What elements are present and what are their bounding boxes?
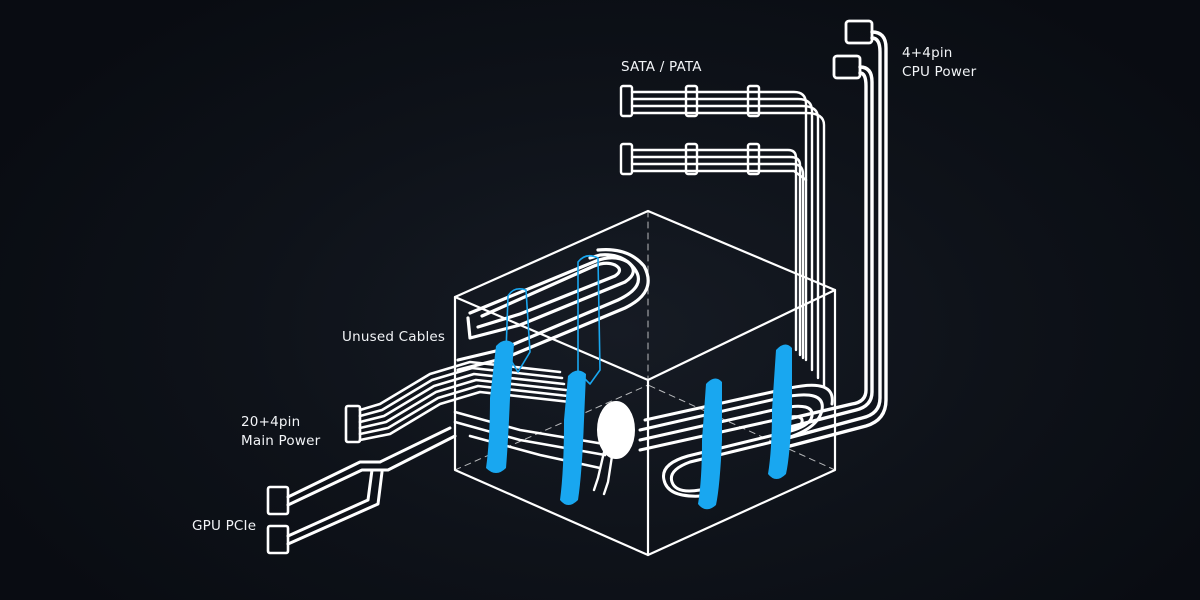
cable-tie-2 <box>560 370 586 505</box>
cable-ties <box>486 340 792 510</box>
label-gpu-pcie: GPU PCIe <box>192 518 257 534</box>
label-main-power: 20+4pin Main Power <box>241 414 321 449</box>
unused-cables <box>456 247 650 372</box>
cable-tie-4 <box>768 344 792 479</box>
gpu-pcie-cables <box>266 426 457 555</box>
cpu-power-cables <box>782 19 888 448</box>
cable-tie-3 <box>698 378 722 510</box>
cable-tie-1 <box>486 340 514 473</box>
label-unused-cables: Unused Cables <box>342 329 446 345</box>
label-cpu-power: 4+4pin CPU Power <box>902 45 977 80</box>
label-sata-pata: SATA / PATA <box>621 59 702 75</box>
cable-grommet <box>592 401 635 496</box>
sata-pata-cables <box>619 84 826 388</box>
loop-outlines <box>505 254 601 385</box>
